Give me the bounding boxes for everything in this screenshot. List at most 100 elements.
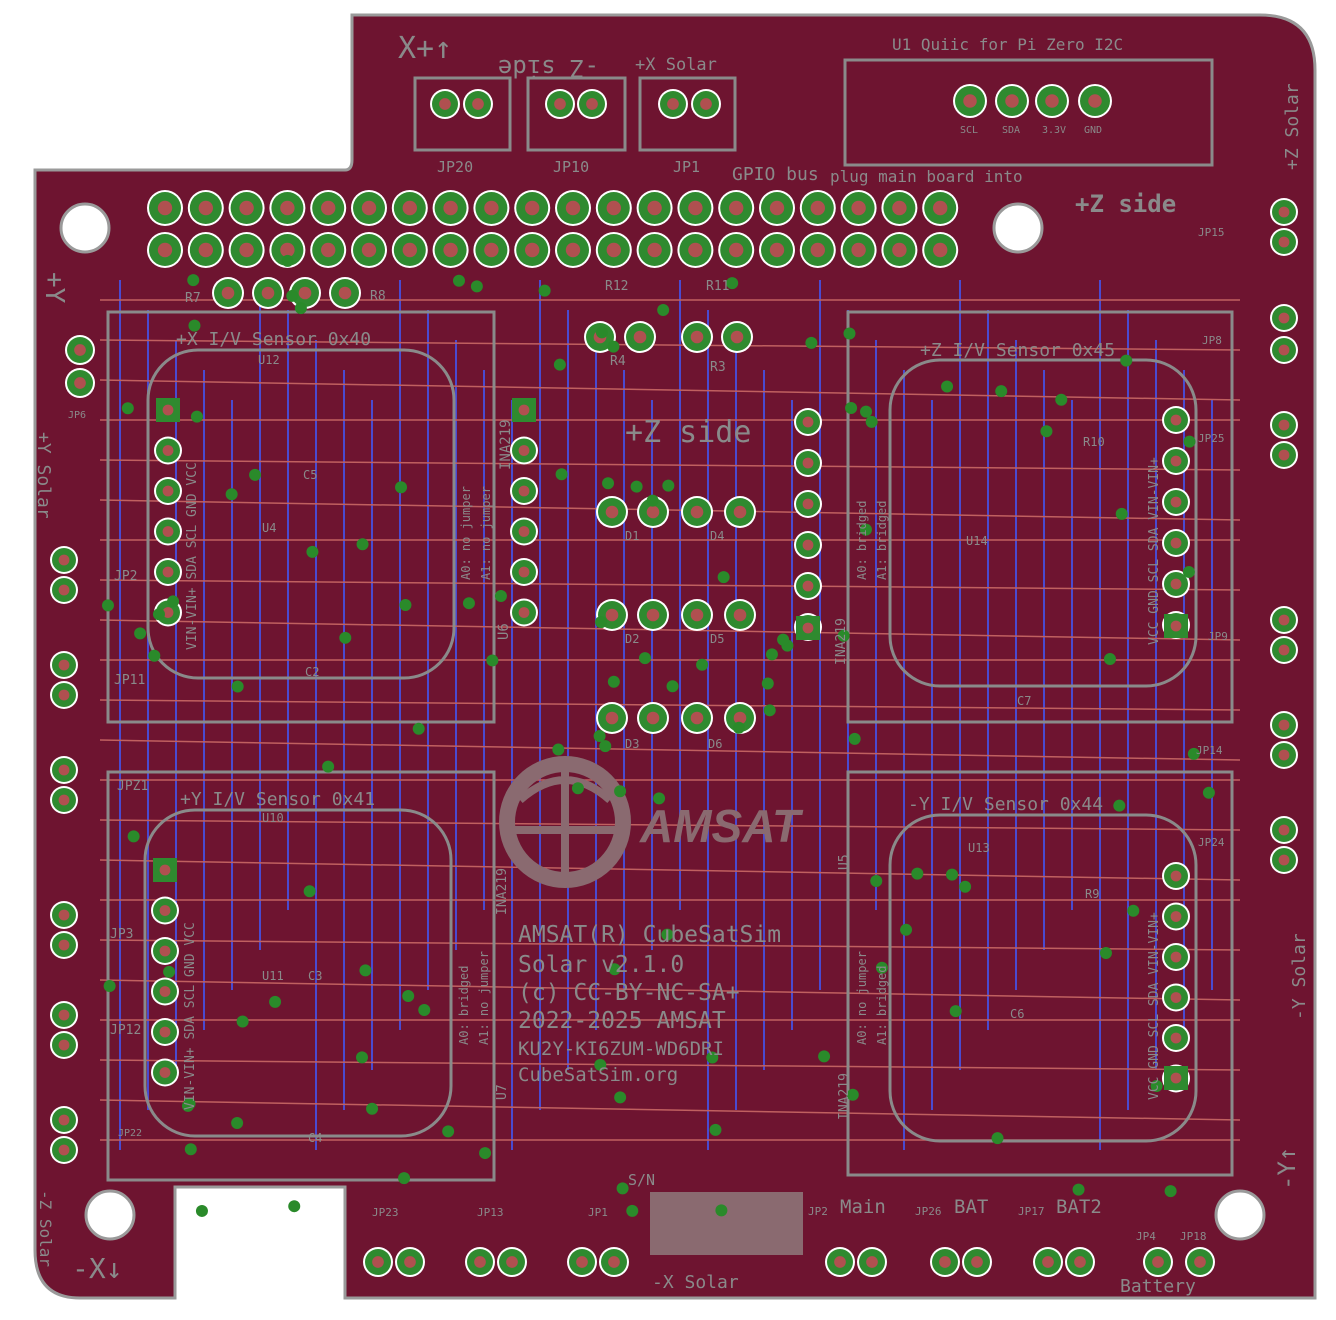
- label-r3: R3: [710, 360, 726, 375]
- via: [946, 868, 959, 881]
- gpio-pin: [759, 232, 795, 268]
- mounting-hole: [59, 202, 111, 254]
- label-pins-z: VCC GND SCL SDA VIN-VIN+: [1147, 457, 1162, 645]
- via: [646, 494, 659, 507]
- label-c6: C6: [1010, 1007, 1024, 1021]
- gpio-pin: [228, 190, 265, 226]
- via: [709, 1123, 722, 1136]
- quiic-connector-outline: [843, 58, 1214, 167]
- label-jp2-bottom: JP2: [808, 1205, 828, 1218]
- via: [303, 885, 316, 898]
- via: [181, 1099, 194, 1112]
- gpio-pin: [473, 232, 510, 268]
- label-c4: C4: [308, 1131, 322, 1145]
- gpio-pin: [228, 232, 265, 268]
- trace-top: [99, 699, 1241, 711]
- label-minus-y-sensor: -Y I/V Sensor 0x44: [908, 794, 1103, 815]
- label-a0-no-jumper: A0: no jumper: [459, 486, 473, 580]
- side-connector-pin: [1270, 441, 1298, 469]
- label-jp23: JP23: [372, 1206, 399, 1219]
- side-connector-pin: [50, 756, 78, 784]
- via: [306, 545, 319, 558]
- label-plus-z-side: +Z side: [1075, 190, 1176, 218]
- via: [845, 401, 858, 414]
- gpio-pin: [351, 232, 387, 268]
- trace-top: [99, 579, 1241, 591]
- label-u13: U13: [968, 841, 990, 855]
- label-jp24: JP24: [1198, 836, 1225, 849]
- diode-pad: [596, 702, 628, 734]
- label-jp18: JP18: [1180, 1230, 1207, 1243]
- diode-pad: [637, 702, 669, 734]
- label-jp26: JP26: [915, 1205, 942, 1218]
- title-line-4: 2022-2025 AMSAT: [518, 1008, 726, 1034]
- side-connector-pin: [1270, 336, 1298, 364]
- sensor-pin: [1164, 1066, 1188, 1090]
- gpio-pin: [595, 232, 632, 268]
- bottom-connector-pin: [1065, 1247, 1095, 1277]
- label-minus-z-solar: -Z Solar: [36, 1190, 55, 1267]
- label-r8: R8: [370, 289, 386, 304]
- via: [555, 468, 568, 481]
- via: [442, 1125, 455, 1138]
- diode-pad: [724, 599, 756, 631]
- label-jp13: JP13: [477, 1206, 504, 1219]
- traces: [99, 280, 1241, 1150]
- header-pin: [252, 277, 284, 309]
- gpio-pin: [473, 190, 510, 226]
- diode-pad: [681, 702, 713, 734]
- sensor-pin: [794, 490, 822, 518]
- via: [662, 479, 675, 492]
- gpio-pin: [759, 190, 795, 226]
- via: [486, 654, 499, 667]
- via: [190, 410, 203, 423]
- label-jp2: JP2: [114, 569, 137, 584]
- label-ina219-x: INA219: [498, 419, 514, 470]
- sensor-inner: [888, 358, 1198, 688]
- trace-top: [99, 859, 1241, 881]
- label-scl: SCL: [960, 125, 978, 136]
- via: [653, 792, 666, 805]
- via: [412, 722, 425, 735]
- label-jp12: JP12: [110, 1023, 141, 1038]
- sensor-pin: [1162, 447, 1190, 475]
- header-pin: [329, 277, 361, 309]
- via: [595, 616, 608, 629]
- via: [1202, 786, 1215, 799]
- bottom-connector-pin: [1185, 1247, 1215, 1277]
- via: [595, 326, 608, 339]
- gpio-pin: [310, 190, 347, 226]
- trace-top: [99, 819, 1241, 831]
- label-r4: R4: [610, 354, 626, 369]
- gpio-pin: [677, 190, 714, 226]
- gpio-pin: [269, 232, 306, 268]
- via: [991, 1132, 1004, 1145]
- via: [552, 743, 565, 756]
- side-connector-pin: [50, 1001, 78, 1029]
- via: [1127, 904, 1140, 917]
- side-connector-pin: [1270, 711, 1298, 739]
- sensor-pin: [153, 858, 177, 882]
- via: [479, 1147, 492, 1160]
- via: [614, 785, 627, 798]
- via: [848, 732, 861, 745]
- gpio-pin: [677, 232, 714, 268]
- via: [616, 1182, 629, 1195]
- title-line-1: AMSAT(R) CubeSatSim: [518, 922, 781, 948]
- side-connector-pin: [50, 681, 78, 709]
- quiic-pin: [1035, 84, 1069, 118]
- label-main: Main: [840, 1196, 886, 1218]
- via: [399, 599, 412, 612]
- label-pins-minus-y: VCC GND SCL SDA VIN-VIN+: [1147, 912, 1162, 1100]
- via: [765, 648, 778, 661]
- resistor-pad: [681, 321, 713, 353]
- via: [339, 631, 352, 644]
- resistor-pad: [721, 321, 753, 353]
- label-ina219-z: INA219: [834, 618, 849, 665]
- sensor-pin: [794, 449, 822, 477]
- label-plug-main: plug main board into: [830, 167, 1023, 186]
- side-connector-pin: [65, 335, 95, 365]
- label-a1-bridged-z: A1: bridged: [875, 501, 889, 580]
- label-u10: U10: [262, 811, 284, 825]
